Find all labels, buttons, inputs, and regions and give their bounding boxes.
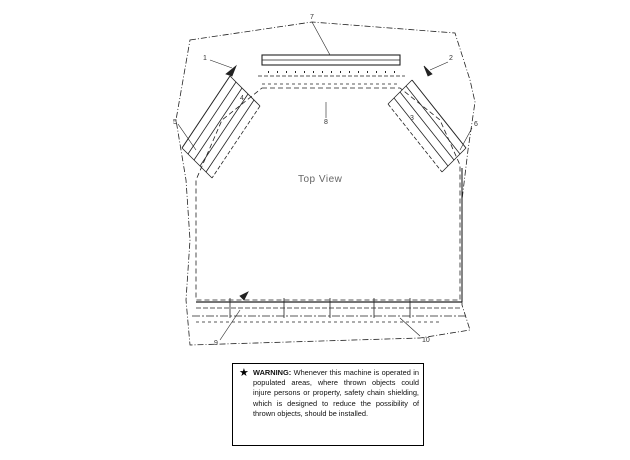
right-conveyor	[387, 79, 467, 173]
callout-right: 6	[474, 121, 478, 128]
view-label: Top View	[298, 174, 343, 185]
leader-lines	[177, 21, 473, 341]
callout-top-left-a: 1	[203, 55, 207, 62]
warning-text: WARNING: Whenever this machine is operat…	[253, 368, 419, 419]
callout-top-right-a: 2	[449, 55, 453, 62]
callout-top: 7	[310, 14, 314, 21]
bottom-chain-guard	[192, 298, 468, 323]
callout-left: 5	[173, 119, 177, 126]
warning-body: Whenever this machine is operated in pop…	[253, 368, 419, 418]
arrow-left-marker	[225, 64, 237, 77]
callout-top-right-b: 3	[410, 115, 414, 122]
warning-heading: WARNING:	[253, 368, 292, 377]
left-conveyor	[181, 75, 261, 179]
star-icon: ★	[239, 367, 249, 379]
callout-top-left-b: 4	[240, 95, 244, 102]
arrow-right-marker	[423, 65, 433, 77]
arrow-bottom-marker	[239, 291, 249, 301]
callout-bottom-right: 10	[422, 337, 430, 344]
frame-body	[195, 87, 461, 301]
callout-center: 8	[324, 119, 328, 126]
callout-bottom-left: 9	[214, 340, 218, 347]
warning-box: ★ WARNING: Whenever this machine is oper…	[232, 363, 424, 446]
outer-boundary	[175, 21, 476, 346]
